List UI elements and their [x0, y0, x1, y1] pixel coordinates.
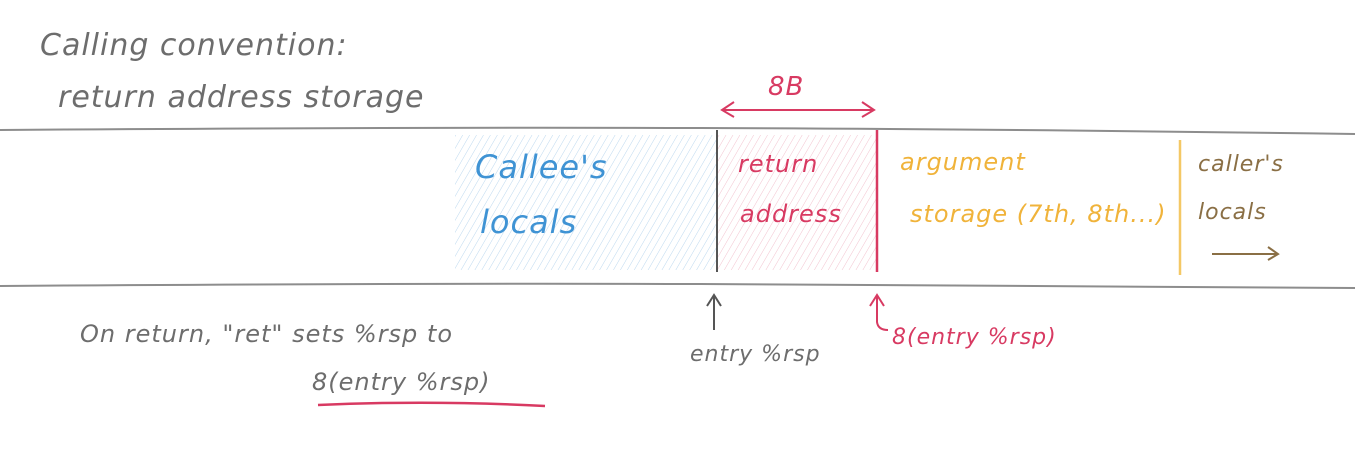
note-line-2: 8(entry %rsp): [312, 368, 491, 396]
caller-locals-arrow: [1212, 246, 1280, 261]
entry-plus8-arrow: [869, 293, 889, 331]
callee-locals-shading: [455, 135, 717, 270]
size-arrow: [720, 101, 876, 118]
title-line-1: Calling convention:: [40, 28, 348, 63]
entry-rsp-label: entry %rsp: [690, 342, 821, 367]
stack-top-line: [0, 126, 1355, 135]
note-line-1: On return, "ret" sets %rsp to: [80, 320, 454, 348]
return-address-label-1: return: [738, 150, 819, 178]
argument-storage-label-1: argument: [900, 148, 1026, 176]
note-underline: [317, 401, 546, 408]
stack-bottom-line: [0, 282, 1355, 289]
title-line-2: return address storage: [58, 80, 425, 115]
return-address-label-2: address: [740, 200, 842, 228]
callee-locals-label-1: Callee's: [475, 148, 608, 186]
entry-plus8-label: 8(entry %rsp): [892, 325, 1057, 350]
size-label: 8B: [768, 72, 805, 102]
caller-locals-label-2: locals: [1198, 200, 1267, 225]
entry-rsp-arrow: [706, 293, 722, 330]
callee-locals-label-2: locals: [480, 203, 578, 241]
return-address-shading: [717, 135, 877, 270]
argument-storage-label-2: storage (7th, 8th...): [910, 200, 1167, 228]
caller-locals-label-1: caller's: [1198, 152, 1284, 177]
